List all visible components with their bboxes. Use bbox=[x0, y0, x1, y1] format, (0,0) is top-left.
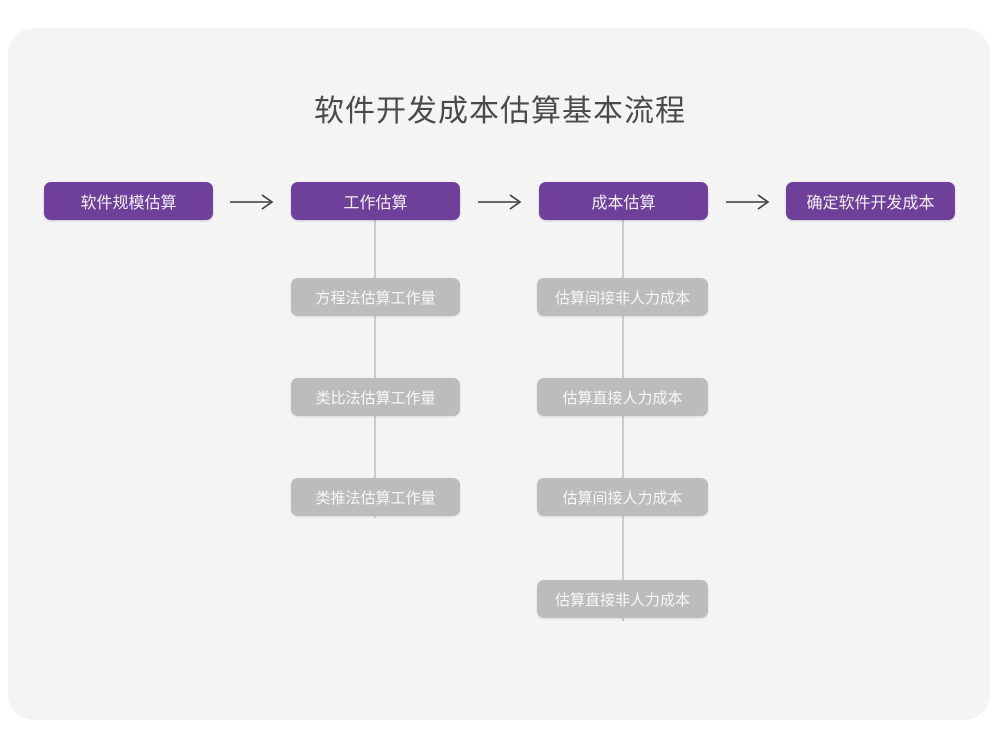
branch1-node-1[interactable]: 方程法估算工作量 bbox=[291, 278, 460, 316]
flow-node-step2-label: 工作估算 bbox=[343, 195, 408, 212]
branch1-node-3[interactable]: 类推法估算工作量 bbox=[291, 478, 460, 516]
flow-node-step1[interactable]: 软件规模估算 bbox=[44, 182, 213, 220]
branch1-node-2[interactable]: 类比法估算工作量 bbox=[291, 378, 460, 416]
branch2-node-2-label: 估算直接人力成本 bbox=[562, 389, 683, 407]
page-title: 软件开发成本估算基本流程 bbox=[314, 95, 686, 128]
flow-node-step2[interactable]: 工作估算 bbox=[291, 182, 460, 220]
branch2-node-3-label: 估算间接人力成本 bbox=[562, 489, 683, 507]
branch2-node-4[interactable]: 估算直接非人力成本 bbox=[537, 580, 708, 618]
branch1-node-3-label: 类推法估算工作量 bbox=[315, 489, 436, 507]
arrow-right-icon-2 bbox=[476, 192, 526, 212]
flow-node-step1-label: 软件规模估算 bbox=[80, 195, 177, 212]
diagram-card bbox=[8, 28, 990, 720]
flow-node-step3[interactable]: 成本估算 bbox=[539, 182, 708, 220]
branch1-node-2-label: 类比法估算工作量 bbox=[315, 389, 436, 407]
arrow-right-icon-3 bbox=[724, 192, 774, 212]
branch2-node-1[interactable]: 估算间接非人力成本 bbox=[537, 278, 708, 316]
flow-node-step4-label: 确定软件开发成本 bbox=[806, 195, 935, 212]
branch2-node-2[interactable]: 估算直接人力成本 bbox=[537, 378, 708, 416]
branch2-node-1-label: 估算间接非人力成本 bbox=[554, 289, 690, 307]
branch2-node-3[interactable]: 估算间接人力成本 bbox=[537, 478, 708, 516]
flow-node-step3-label: 成本估算 bbox=[591, 195, 656, 212]
arrow-right-icon-1 bbox=[228, 192, 278, 212]
branch2-node-4-label: 估算直接非人力成本 bbox=[554, 591, 690, 609]
connector-line-branch-1 bbox=[374, 206, 376, 518]
flow-node-step4[interactable]: 确定软件开发成本 bbox=[786, 182, 955, 220]
branch1-node-1-label: 方程法估算工作量 bbox=[315, 289, 436, 307]
